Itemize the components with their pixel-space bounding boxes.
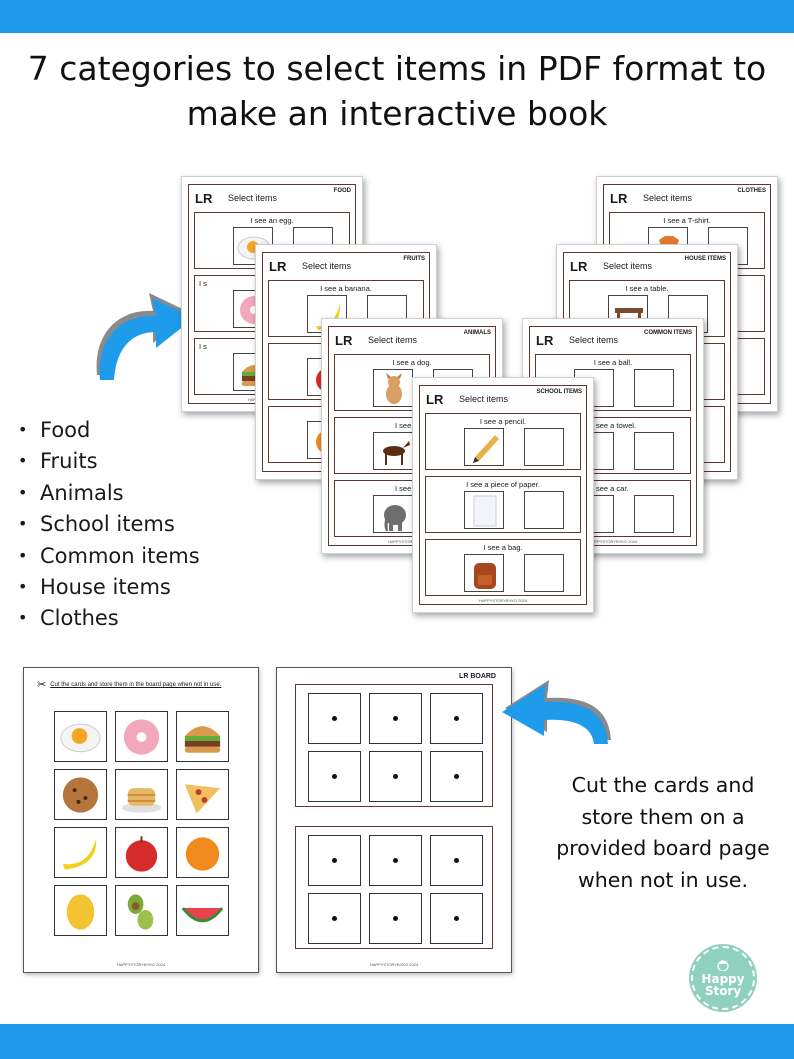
apple-icon[interactable] [115, 827, 168, 878]
watermelon-icon[interactable] [176, 885, 229, 936]
elephant-icon [373, 495, 413, 533]
category-label: Clothes [40, 606, 119, 631]
board-slot [369, 751, 422, 802]
curved-arrow-icon [96, 293, 194, 380]
bullet-dot: • [18, 451, 28, 471]
category-label: Animals [40, 480, 124, 505]
category-item: • School items [18, 508, 258, 539]
category-label: Common items [40, 543, 200, 568]
category-list: • Food • Fruits • Animals • School items • Common… [18, 414, 258, 634]
page-title: 7 categories to select items in PDF form… [27, 49, 767, 133]
board-slot [369, 693, 422, 744]
board-slot [308, 835, 361, 886]
bullet-dot: • [18, 545, 28, 565]
category-label: House items [40, 574, 171, 599]
board-caption: Cut the cards and store them on a provid… [556, 773, 770, 892]
paper-icon [464, 491, 504, 529]
egg-icon[interactable] [54, 711, 107, 762]
category-item: • Animals [18, 477, 258, 508]
worksheet-school-items: LR Select items SCHOOL ITEMS I see a pen… [412, 377, 594, 613]
curved-arrow-icon [502, 680, 611, 744]
donut-icon[interactable] [115, 711, 168, 762]
category-tag: COMMON ITEMS [644, 330, 692, 336]
avocado-icon[interactable] [115, 885, 168, 936]
category-tag: FRUITS [403, 256, 425, 262]
category-item: • Fruits [18, 445, 258, 476]
pizza-icon[interactable] [176, 769, 229, 820]
board-title: LR BOARD [459, 673, 496, 680]
bullet-dot: • [18, 482, 28, 502]
board-slot [430, 693, 483, 744]
orange-icon[interactable] [176, 827, 229, 878]
horse-icon [373, 432, 413, 470]
backpack-icon [464, 554, 504, 592]
category-item: • Common items [18, 540, 258, 571]
cards-page: ✂Cut the cards and store them in the boa… [23, 667, 259, 973]
cut-instruction: ✂Cut the cards and store them in the boa… [37, 679, 222, 691]
top-color-band [0, 0, 794, 33]
board-frame [295, 684, 493, 807]
board-slot [308, 893, 361, 944]
girl-face-icon [717, 960, 729, 971]
category-item: • Food [18, 414, 258, 445]
category-item: • Clothes [18, 602, 258, 633]
mango-icon[interactable] [54, 885, 107, 936]
banana-icon[interactable] [54, 827, 107, 878]
pencil-icon [464, 428, 504, 466]
sheet-footer: HAPPYSTORYBYKG 2024 [387, 539, 436, 544]
bullet-dot: • [18, 608, 28, 628]
board-slot [308, 693, 361, 744]
category-tag: CLOTHES [737, 188, 766, 194]
scissors-icon: ✂ [37, 679, 47, 691]
dog-icon [373, 369, 413, 407]
bullet-dot: • [18, 420, 28, 439]
board-page: LR BOARD HAPPYSTORYBYKG 2024 [276, 667, 512, 973]
bullet-dot: • [18, 576, 28, 596]
board-frame [295, 826, 493, 949]
brand-logo: Happy Story [691, 946, 755, 1010]
board-slot [369, 893, 422, 944]
bottom-color-band [0, 1024, 794, 1059]
category-label: Fruits [40, 449, 98, 474]
category-tag: SCHOOL ITEMS [536, 389, 582, 395]
category-label: School items [40, 512, 175, 537]
category-tag: ANIMALS [463, 330, 491, 336]
pancakes-icon[interactable] [115, 769, 168, 820]
category-tag: FOOD [333, 188, 351, 194]
board-slot [430, 751, 483, 802]
sheet-footer: HAPPYSTORYBYKG 2024 [588, 539, 638, 544]
category-tag: HOUSE ITEMS [684, 256, 726, 262]
board-slot [430, 893, 483, 944]
category-item: • House items [18, 571, 258, 602]
bullet-dot: • [18, 514, 28, 534]
category-label: Food [40, 418, 91, 442]
burger-icon[interactable] [176, 711, 229, 762]
board-slot [430, 835, 483, 886]
cookie-icon[interactable] [54, 769, 107, 820]
board-slot [369, 835, 422, 886]
sheet-footer: HAPPYSTORYBYKG 2024 [478, 598, 528, 603]
board-slot [308, 751, 361, 802]
